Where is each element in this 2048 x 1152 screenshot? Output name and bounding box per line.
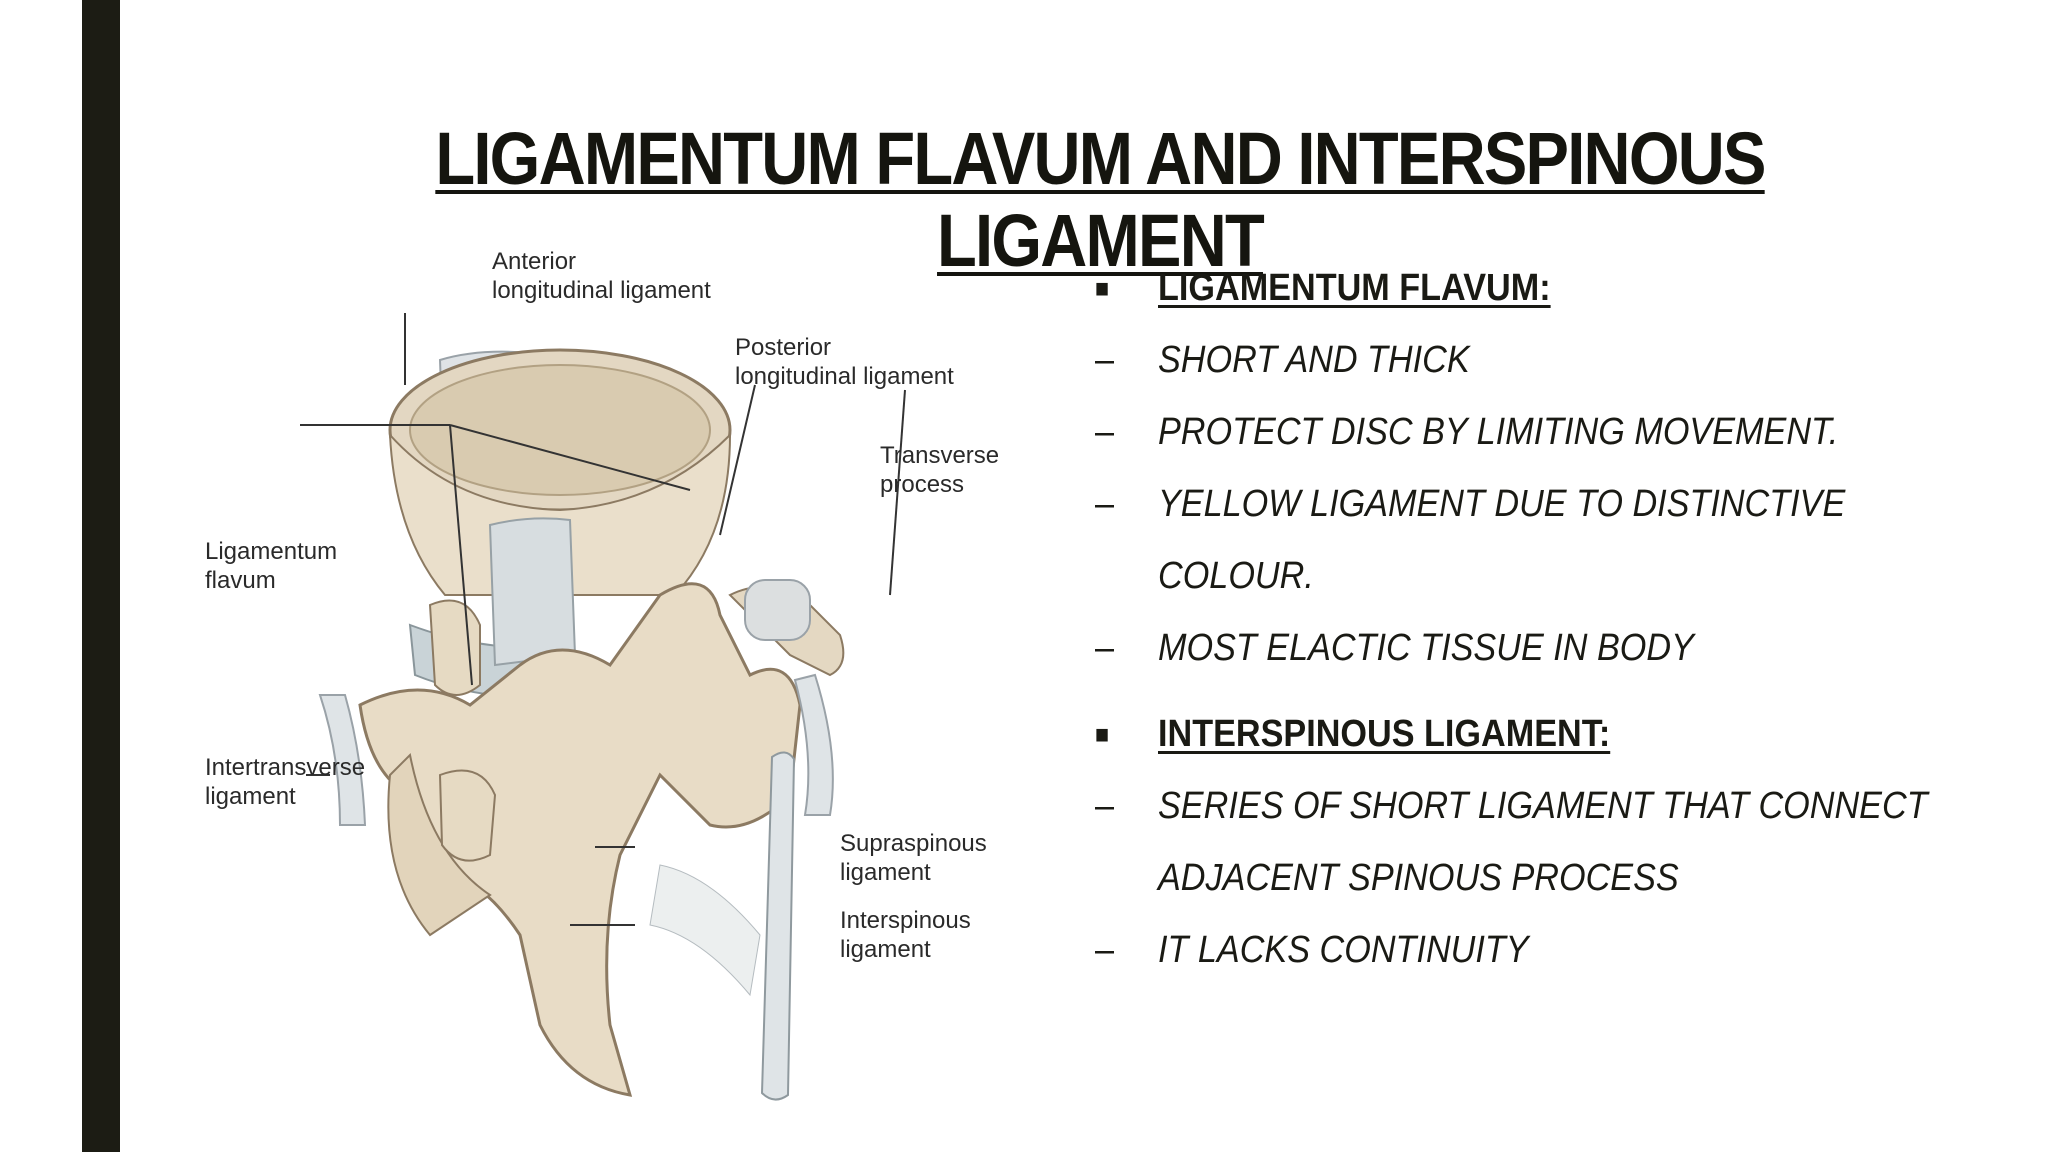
dash-bullet-icon: – <box>1095 929 1115 971</box>
label-intertransverse-line1: Intertransverse <box>205 754 365 781</box>
label-anterior-line1: Anterior <box>492 248 576 275</box>
list-item: –IT LACKS CONTINUITY <box>1095 914 1932 986</box>
label-interspinous-line1: Interspinous <box>840 907 971 934</box>
posterior-ligament-shape <box>488 517 577 667</box>
heading-flavum: ■LIGAMENTUM FLAVUM: <box>1095 252 1932 324</box>
label-posterior-line2: longitudinal ligament <box>735 363 954 390</box>
facet-surface <box>744 579 811 641</box>
label-interspinous-line2: ligament <box>840 936 931 963</box>
square-bullet-icon: ■ <box>1095 273 1110 303</box>
label-transverse-line2: process <box>880 471 964 498</box>
intertransverse-ligament-shape <box>793 673 834 816</box>
square-bullet-icon: ■ <box>1095 719 1110 749</box>
vertebral-body-side <box>388 432 732 596</box>
bullet-list: ■LIGAMENTUM FLAVUM: –SHORT AND THICK –PR… <box>1095 252 2025 986</box>
label-supraspinous-line1: Supraspinous <box>840 830 987 857</box>
label-supraspinous-line2: ligament <box>840 859 931 886</box>
label-anterior-line2: longitudinal ligament <box>492 277 711 304</box>
list-item: –SHORT AND THICK <box>1095 324 1932 396</box>
slide-title: LIGAMENTUM FLAVUM AND INTERSPINOUS LIGAM… <box>435 117 1766 282</box>
label-flavum-line2: flavum <box>205 567 276 594</box>
dash-bullet-icon: – <box>1095 483 1115 525</box>
label-intertransverse-line2: ligament <box>205 783 296 810</box>
interspinous-ligament-shape <box>649 864 761 997</box>
dash-bullet-icon: – <box>1095 339 1115 381</box>
heading-interspinous: ■INTERSPINOUS LIGAMENT: <box>1095 698 1932 770</box>
left-accent-bar <box>82 0 120 1152</box>
dash-bullet-icon: – <box>1095 411 1115 453</box>
dash-bullet-icon: – <box>1095 785 1115 827</box>
label-posterior-line1: Posterior <box>735 334 831 361</box>
label-transverse-line1: Transverse <box>880 442 999 469</box>
dash-bullet-icon: – <box>1095 627 1115 669</box>
list-item: –SERIES OF SHORT LIGAMENT THAT CONNECT A… <box>1095 770 1932 914</box>
list-item: –YELLOW LIGAMENT DUE TO DISTINCTIVE COLO… <box>1095 468 1932 612</box>
list-item: –PROTECT DISC BY LIMITING MOVEMENT. <box>1095 396 1932 468</box>
spine-ligament-illustration: Anterior longitudinal ligament Posterior… <box>205 248 999 1101</box>
list-item: –MOST ELACTIC TISSUE IN BODY <box>1095 612 1932 684</box>
label-flavum-line1: Ligamentum <box>205 538 337 565</box>
supraspinous-ligament-shape <box>760 751 796 1101</box>
